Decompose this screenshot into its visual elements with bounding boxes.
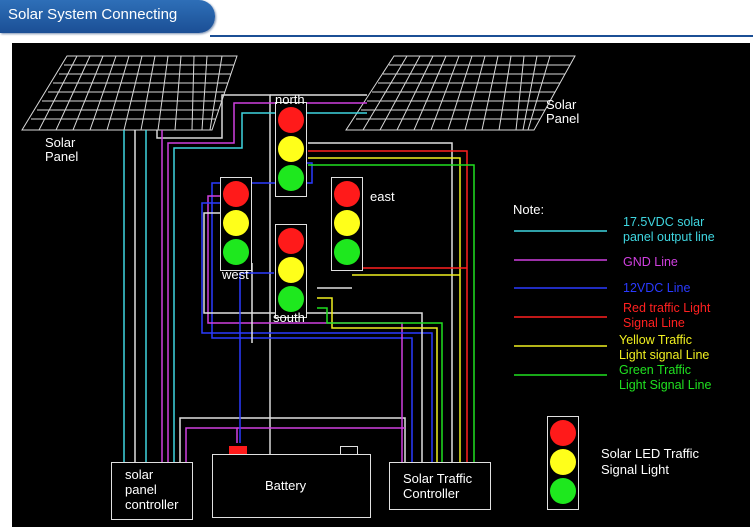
battery-label: Battery — [265, 478, 307, 493]
red-lamp — [223, 181, 249, 207]
solar-panel-controller: solar panel controller — [111, 462, 193, 520]
battery-negative-terminal — [340, 446, 358, 455]
north-label: north — [275, 92, 305, 107]
note-yellow-label: Yellow Traffic Light signal Line — [619, 333, 710, 362]
yellow-lamp — [334, 210, 360, 236]
page-title: Solar System Connecting — [8, 6, 178, 23]
east-label: east — [370, 189, 395, 204]
legend-signal-label: Solar LED Traffic Signal Light — [601, 446, 700, 477]
traffic-controller-label: Solar Traffic Controller — [403, 471, 473, 501]
red-lamp — [334, 181, 360, 207]
note-green-label: Green Traffic Light Signal Line — [619, 363, 712, 392]
battery-positive-terminal — [229, 446, 247, 454]
south-signal — [275, 224, 307, 318]
south-label: south — [273, 310, 305, 325]
yellow-lamp — [223, 210, 249, 236]
title-banner: Solar System Connecting — [0, 0, 215, 33]
panel-wires — [123, 94, 367, 463]
wiring-diagram: Solar Panel Solar Panel north west east … — [12, 43, 750, 527]
note-12v-label: 12VDC Line — [623, 281, 691, 295]
solar-traffic-controller: Solar Traffic Controller — [389, 462, 491, 510]
green-lamp — [223, 239, 249, 265]
header-divider — [210, 35, 753, 37]
north-signal — [275, 102, 307, 197]
red-lamp — [278, 107, 304, 133]
note-gnd-label: GND Line — [623, 255, 678, 269]
wiring-svg — [21, 55, 607, 463]
yellow-lamp — [278, 136, 304, 162]
right-panel-label: Solar Panel — [546, 97, 580, 126]
note-title: Note: — [513, 202, 545, 217]
left-solar-panel — [21, 55, 238, 131]
green-lamp — [334, 239, 360, 265]
left-panel-label: Solar Panel — [45, 135, 79, 164]
battery: Battery — [212, 446, 371, 518]
note-red-label: Red traffic Light Signal Line — [623, 301, 711, 330]
legend-signal — [547, 416, 579, 510]
east-signal — [331, 177, 363, 271]
note-legend-lines — [514, 230, 607, 376]
controller-wires — [179, 417, 406, 463]
green-lamp — [278, 286, 304, 312]
west-label: west — [222, 267, 249, 282]
yellow-lamp — [550, 449, 576, 475]
west-signal — [220, 177, 252, 271]
green-lamp — [278, 165, 304, 191]
note-17v-label: 17.5VDC solar panel output line — [623, 215, 715, 244]
green-lamp — [550, 478, 576, 504]
panel-controller-label: solar panel controller — [125, 467, 179, 512]
red-lamp — [278, 228, 304, 254]
yellow-lamp — [278, 257, 304, 283]
signal-wires — [201, 142, 475, 463]
right-solar-panel — [345, 55, 576, 131]
red-lamp — [550, 420, 576, 446]
